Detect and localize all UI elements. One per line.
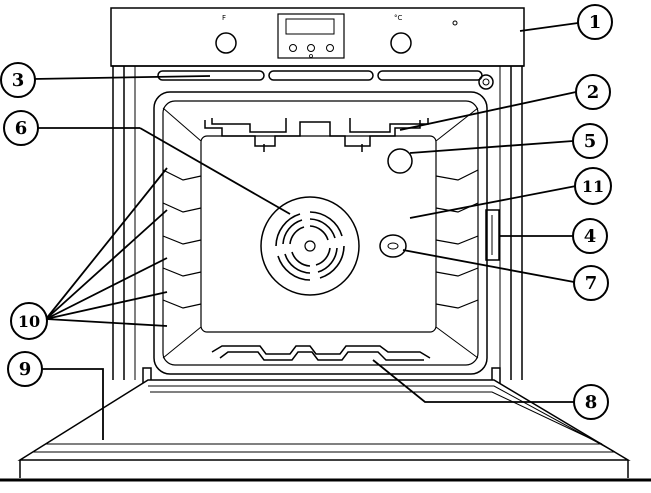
fan-blades [275, 211, 345, 281]
svg-text:8: 8 [585, 392, 598, 413]
indicator-light [452, 20, 458, 26]
callout-11: 11 [574, 167, 612, 205]
callout-7: 7 [573, 265, 609, 301]
rack-runners [162, 169, 479, 309]
svg-text:9: 9 [19, 359, 32, 380]
temperature-knob [390, 32, 412, 54]
cavity-back-wall [200, 135, 437, 333]
temperature-knob-symbol: °C [394, 14, 403, 22]
display-button-1 [289, 44, 297, 52]
svg-text:7: 7 [585, 273, 598, 294]
callout-9: 9 [7, 351, 43, 387]
svg-text:2: 2 [587, 82, 600, 103]
leader-lines [32, 22, 579, 440]
callout-6: 6 [3, 110, 39, 146]
side-panel-element [485, 209, 500, 261]
timer-display-screen [285, 18, 335, 35]
svg-text:6: 6 [15, 118, 28, 139]
callout-8: 8 [573, 384, 609, 420]
oven-door [0, 379, 651, 482]
svg-text:4: 4 [584, 226, 597, 247]
leader-7 [402, 249, 575, 283]
svg-text:10: 10 [18, 312, 40, 331]
function-knob-symbol: F [222, 14, 226, 22]
fan-cover [260, 196, 360, 296]
leader-8 [372, 359, 574, 403]
upper-heating-element [204, 118, 429, 152]
display-button-3 [326, 44, 334, 52]
leader-10b [45, 209, 168, 320]
lower-heating-element [211, 345, 431, 361]
svg-text:5: 5 [584, 131, 597, 152]
callout-4: 4 [572, 218, 608, 254]
leader-10d [45, 291, 168, 320]
oven-lamp [387, 148, 413, 174]
callout-2: 2 [575, 74, 611, 110]
leader-10e [45, 318, 168, 327]
ventilation-slots [157, 70, 483, 81]
svg-text:11: 11 [582, 177, 604, 196]
svg-text:1: 1 [589, 12, 602, 33]
callout-1: 1 [577, 4, 613, 40]
leader-10a [45, 167, 168, 320]
oven-body [112, 66, 523, 380]
leader-6b [139, 127, 291, 215]
oven-cavity [153, 91, 488, 375]
leader-9 [41, 368, 104, 440]
thermostat-sensor [478, 74, 494, 90]
timer-display-frame [277, 13, 345, 59]
control-panel [110, 7, 525, 67]
svg-text:3: 3 [12, 70, 25, 91]
callout-5: 5 [572, 123, 608, 159]
function-knob [215, 32, 237, 54]
back-element-plug [379, 234, 407, 258]
leader-3 [32, 75, 211, 80]
callout-10: 10 [10, 302, 48, 340]
leader-2 [399, 91, 577, 131]
callout-3: 3 [0, 62, 36, 98]
leader-1 [519, 22, 579, 32]
leader-5 [409, 140, 574, 154]
leader-10c [45, 257, 168, 320]
display-button-2 [307, 44, 315, 52]
leader-11 [409, 185, 577, 219]
display-indicator-dot [309, 54, 313, 58]
